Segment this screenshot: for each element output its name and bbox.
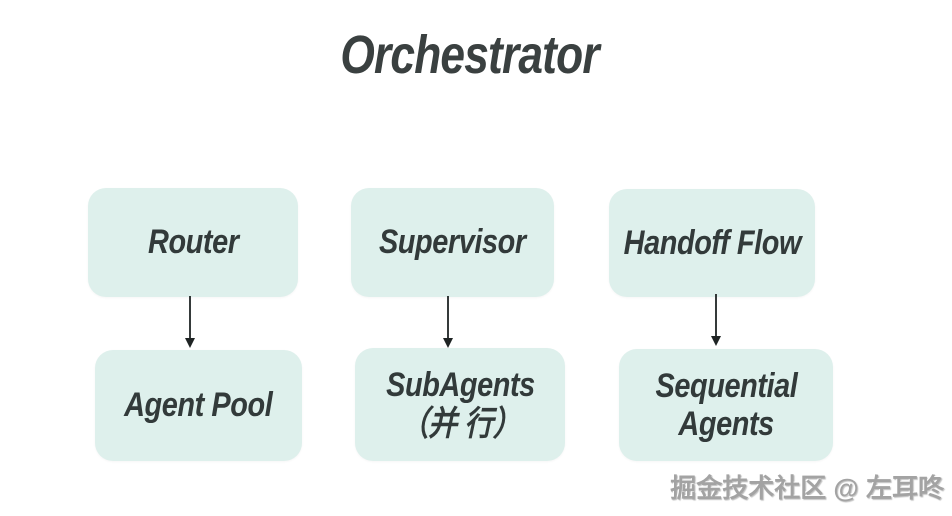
- node-handoff-flow: Handoff Flow: [609, 189, 815, 297]
- arrow-down-icon: [185, 296, 195, 348]
- arrow-down-icon: [711, 294, 721, 346]
- node-handoff-flow-label: Handoff Flow: [623, 223, 801, 262]
- node-router-label: Router: [147, 223, 239, 262]
- node-sequential-agents-label: Sequential: [655, 366, 797, 405]
- node-sequential-agents: Sequential Agents: [619, 349, 833, 461]
- node-agent-pool: Agent Pool: [95, 350, 302, 461]
- node-router: Router: [88, 188, 298, 297]
- node-supervisor-label: Supervisor: [379, 223, 526, 262]
- watermark-text: 掘金技术社区 @ 左耳咚: [670, 473, 944, 503]
- diagram-title-text: Orchestrator: [340, 25, 600, 85]
- arrow-down-icon: [443, 296, 453, 348]
- node-agent-pool-label: Agent Pool: [124, 386, 273, 425]
- node-subagents: SubAgents （并 行）: [355, 348, 565, 461]
- node-subagents-label: SubAgents: [385, 366, 535, 405]
- node-sequential-agents-label-line2: Agents: [678, 405, 774, 443]
- node-supervisor: Supervisor: [351, 188, 554, 297]
- diagram-title: Orchestrator: [0, 24, 940, 86]
- node-subagents-label-line2: （并 行）: [399, 404, 521, 443]
